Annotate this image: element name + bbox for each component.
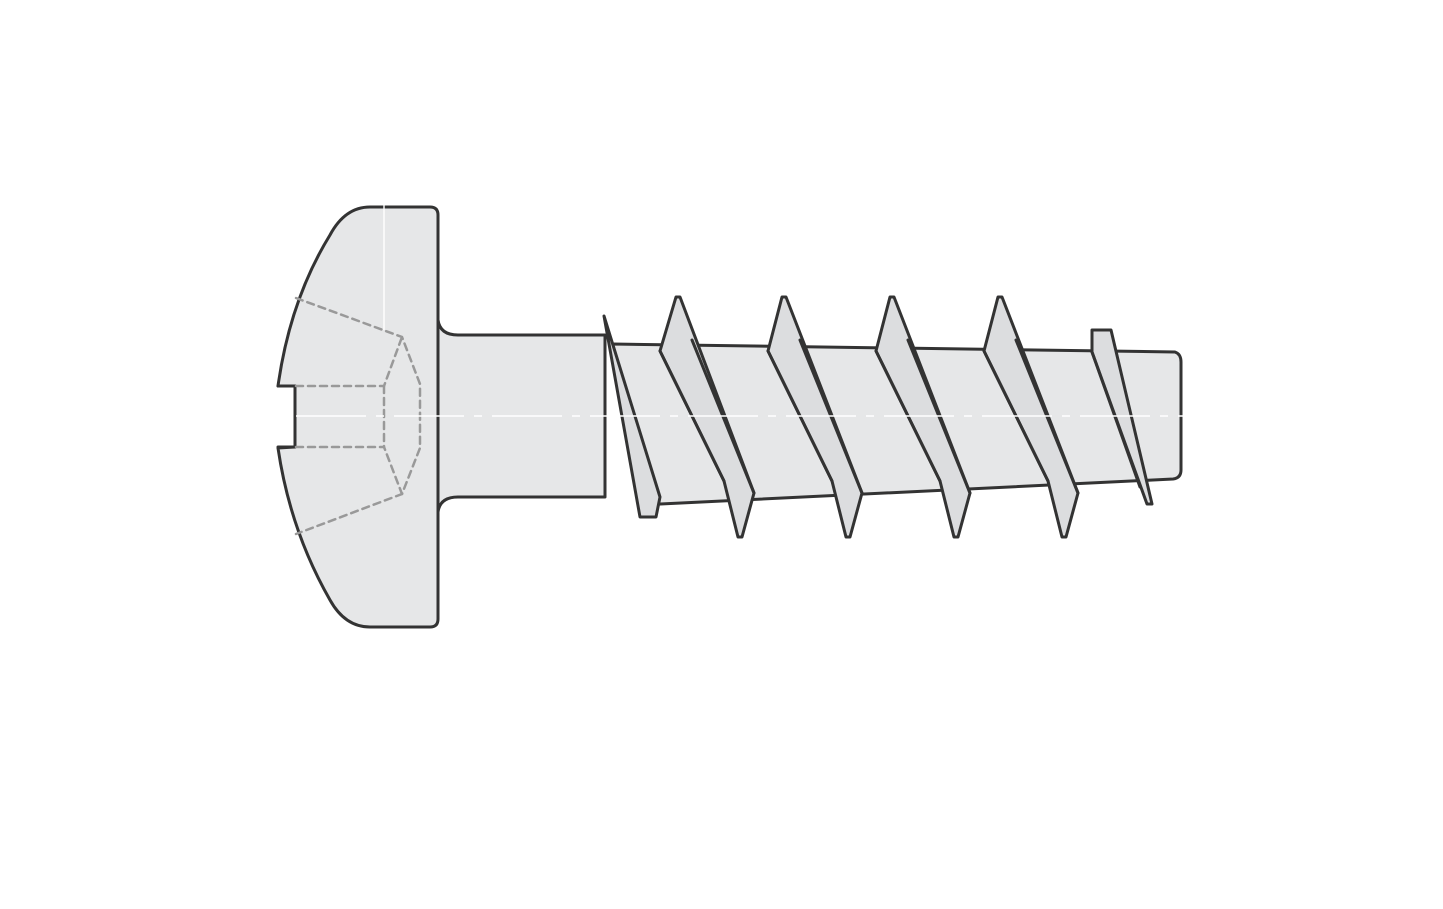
thread-flank — [766, 295, 864, 539]
thread-flank — [874, 295, 972, 539]
screw-slot — [276, 388, 293, 445]
slot-edge — [276, 384, 297, 449]
thread-flank — [658, 295, 756, 539]
screw-head — [276, 205, 440, 629]
thread-edge — [1090, 350, 1142, 489]
thread-flank — [982, 295, 1080, 539]
thread-flank — [1090, 328, 1154, 506]
